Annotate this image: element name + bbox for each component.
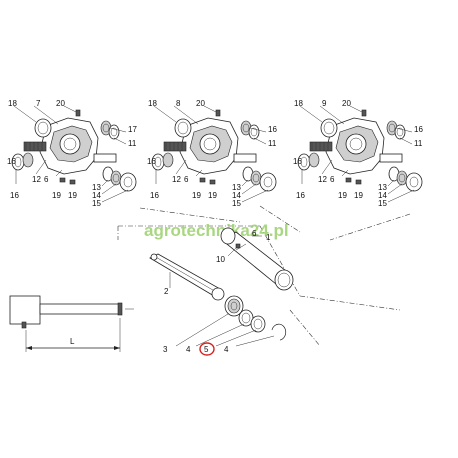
- label-top-right: 16: [414, 125, 423, 134]
- label-19-b: 19: [354, 191, 363, 200]
- label-14: 14: [378, 191, 387, 200]
- label-14: 14: [232, 191, 241, 200]
- label-13: 13: [92, 183, 101, 192]
- label-20: 20: [342, 99, 351, 108]
- shaft-assembly: 1 10 6 2 3 4 5 4: [149, 227, 294, 356]
- label-12: 12: [318, 175, 327, 184]
- label-11: 11: [414, 139, 423, 148]
- label-6: 6: [44, 175, 49, 184]
- gearbox-3: 18 9 20 16 11 16 12 6 19 13 14 15 16 19: [293, 99, 423, 208]
- label-15: 15: [232, 199, 241, 208]
- connector-lines: [117, 205, 411, 347]
- label-6: 6: [184, 175, 189, 184]
- label-16-bottom: 16: [10, 191, 19, 200]
- label-19: 19: [338, 191, 347, 200]
- label-15: 15: [378, 199, 387, 208]
- label-6: 6: [252, 229, 257, 238]
- label-18: 18: [8, 99, 17, 108]
- highlight-circle: [199, 342, 215, 356]
- label-16-bottom: 16: [296, 191, 305, 200]
- label-6: 6: [330, 175, 335, 184]
- label-16-left: 16: [293, 157, 302, 166]
- label-4-right: 4: [224, 345, 229, 354]
- label-16-left: 16: [7, 157, 16, 166]
- label-20: 20: [196, 99, 205, 108]
- label-4-left: 4: [186, 345, 191, 354]
- watermark: agrotechnika24.pl: [144, 221, 289, 240]
- label-top-right: 16: [268, 125, 277, 134]
- label-18: 18: [294, 99, 303, 108]
- label-19: 19: [192, 191, 201, 200]
- label-3: 3: [163, 345, 168, 354]
- label-19-b: 19: [68, 191, 77, 200]
- label-top-right: 17: [128, 125, 137, 134]
- gearbox-1: 18 7 20 17 11 16 12 6 19 13 14 15 16 19: [7, 99, 137, 208]
- label-5: 5: [204, 345, 209, 354]
- gearbox-2: 18 8 20 16 11 16 12 6 19 13 14 15 16 19: [147, 99, 277, 208]
- label-15: 15: [92, 199, 101, 208]
- label-12: 12: [32, 175, 41, 184]
- label-10: 10: [216, 255, 225, 264]
- label-20: 20: [56, 99, 65, 108]
- label-variant: 8: [176, 99, 181, 108]
- label-variant: 7: [36, 99, 41, 108]
- dimension-label: L: [70, 337, 75, 346]
- label-1: 1: [266, 233, 271, 242]
- label-19-b: 19: [208, 191, 217, 200]
- label-16-bottom: 16: [150, 191, 159, 200]
- label-12: 12: [172, 175, 181, 184]
- label-19: 19: [52, 191, 61, 200]
- label-18: 18: [148, 99, 157, 108]
- label-13: 13: [232, 183, 241, 192]
- label-variant: 9: [322, 99, 327, 108]
- label-11: 11: [268, 139, 277, 148]
- label-13: 13: [378, 183, 387, 192]
- label-14: 14: [92, 191, 101, 200]
- label-16-left: 16: [147, 157, 156, 166]
- dimension-drawing: L: [9, 295, 134, 352]
- label-2: 2: [164, 287, 169, 296]
- label-11: 11: [128, 139, 137, 148]
